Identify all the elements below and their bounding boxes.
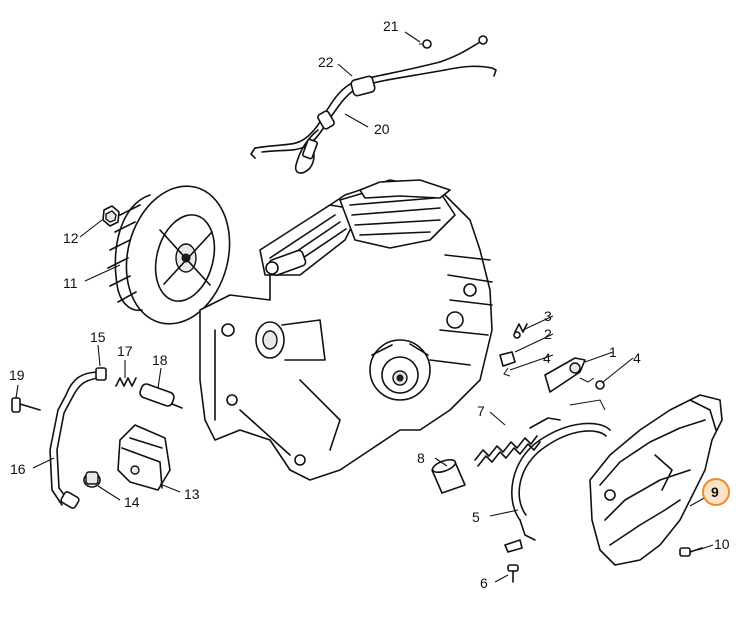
callout-3: 3 [544,308,552,324]
ignition-module [117,424,171,491]
callout-7: 7 [477,403,485,419]
callout-5: 5 [472,509,480,525]
brake-band [504,399,611,553]
flywheel [102,185,231,325]
bushing-18 [139,383,183,409]
screw-6 [507,564,519,583]
callout-17: 17 [117,343,133,359]
callout-15: 15 [90,329,106,345]
callout-9-label: 9 [711,484,719,500]
crankcase-assembly [199,179,493,481]
callout-6: 6 [480,575,488,591]
sleeve-8 [431,458,466,494]
callout-19: 19 [9,367,25,383]
screw-19 [11,397,41,413]
callout-18: 18 [152,352,168,368]
spring-17 [115,377,137,387]
callout-8: 8 [417,450,425,466]
wiring-harness [250,35,497,174]
leader-lines [15,31,714,583]
callout-11: 11 [63,275,78,291]
highlight-circle-9 [702,478,730,506]
callout-2: 2 [544,326,552,342]
pawl-assembly [499,323,605,393]
callout-21: 21 [383,18,399,34]
screw-10 [679,547,703,557]
callout-14: 14 [124,494,140,510]
callout-20: 20 [374,121,390,137]
spring-7 [474,417,561,467]
callout-22: 22 [318,54,334,70]
callout-1: 1 [609,344,617,360]
callout-4b: 4 [633,350,641,366]
callout-13: 13 [184,486,200,502]
callout-labels: 1 2 3 4 4 5 6 7 8 8 9 10 11 12 13 14 15 … [9,18,730,591]
impulse-hose [49,367,107,509]
callout-12: 12 [63,230,79,246]
callout-10: 10 [714,536,730,552]
sprocket-cover [589,394,723,566]
callout-4a: 4 [543,350,551,366]
callout-16: 16 [10,461,26,477]
spacer-14 [83,471,101,488]
